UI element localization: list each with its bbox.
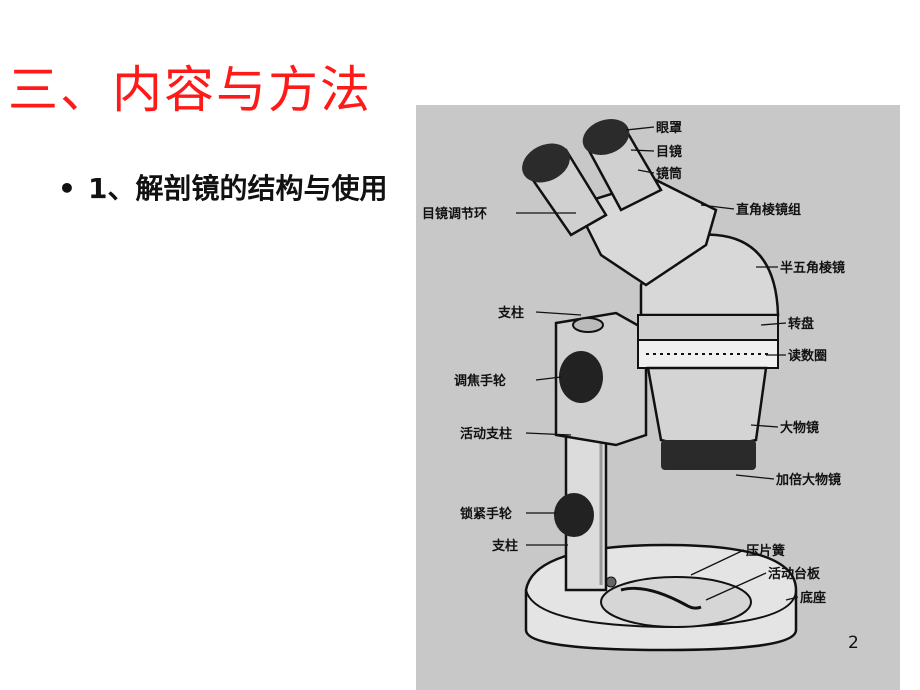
clip-screw (605, 576, 617, 588)
label-aux-objective: 加倍大物镜 (775, 472, 841, 488)
objective-shape (646, 366, 768, 448)
label-right-angle-prism: 直角棱镜组 (736, 202, 801, 218)
label-lock-knob: 锁紧手轮 (460, 506, 512, 522)
microscope-diagram: 眼罩 目镜 镜筒 直角棱镜组 半五角棱镜 转盘 读数圈 大物镜 加倍大物镜 压片… (416, 105, 900, 690)
label-turntable: 转盘 (788, 316, 814, 332)
label-eyecup: 眼罩 (656, 121, 682, 136)
label-reading-ring: 读数圈 (788, 348, 827, 364)
stage-plate (600, 576, 752, 628)
label-eyepiece-ring: 目镜调节环 (422, 206, 487, 222)
left-eyecup (522, 143, 570, 183)
label-movable-plate: 活动台板 (768, 566, 821, 582)
aux-objective-shape (661, 440, 756, 470)
page-number: 2 (848, 633, 859, 653)
label-lens-tube: 镜筒 (656, 166, 682, 182)
label-movable-column: 活动支柱 (460, 426, 512, 442)
reading-ring-shape (637, 339, 779, 369)
bullet-dot: • (58, 172, 76, 205)
right-eyecup (582, 119, 630, 155)
clip-shape (620, 586, 702, 610)
label-objective: 大物镜 (780, 420, 819, 436)
label-column-top: 支柱 (497, 305, 524, 321)
label-column-bottom: 支柱 (491, 538, 518, 554)
label-eyepiece: 目镜 (656, 144, 682, 160)
label-pressure-clip: 压片簧 (746, 543, 785, 559)
label-base: 底座 (800, 590, 826, 606)
label-focus-knob: 调焦手轮 (454, 373, 506, 389)
label-half-pentaprism: 半五角棱镜 (780, 260, 845, 276)
focus-knob-shape (559, 351, 603, 403)
microscope-drawing: 眼罩 目镜 镜筒 直角棱镜组 半五角棱镜 转盘 读数圈 大物镜 加倍大物镜 压片… (422, 119, 845, 652)
leader-lines (516, 126, 799, 601)
turntable-shape (637, 314, 779, 341)
column-cap (572, 317, 604, 333)
lock-knob-shape (554, 493, 594, 537)
slide-title: 三、内容与方法 (8, 61, 372, 119)
bullet-text: 1、解剖镜的结构与使用 (88, 172, 388, 205)
